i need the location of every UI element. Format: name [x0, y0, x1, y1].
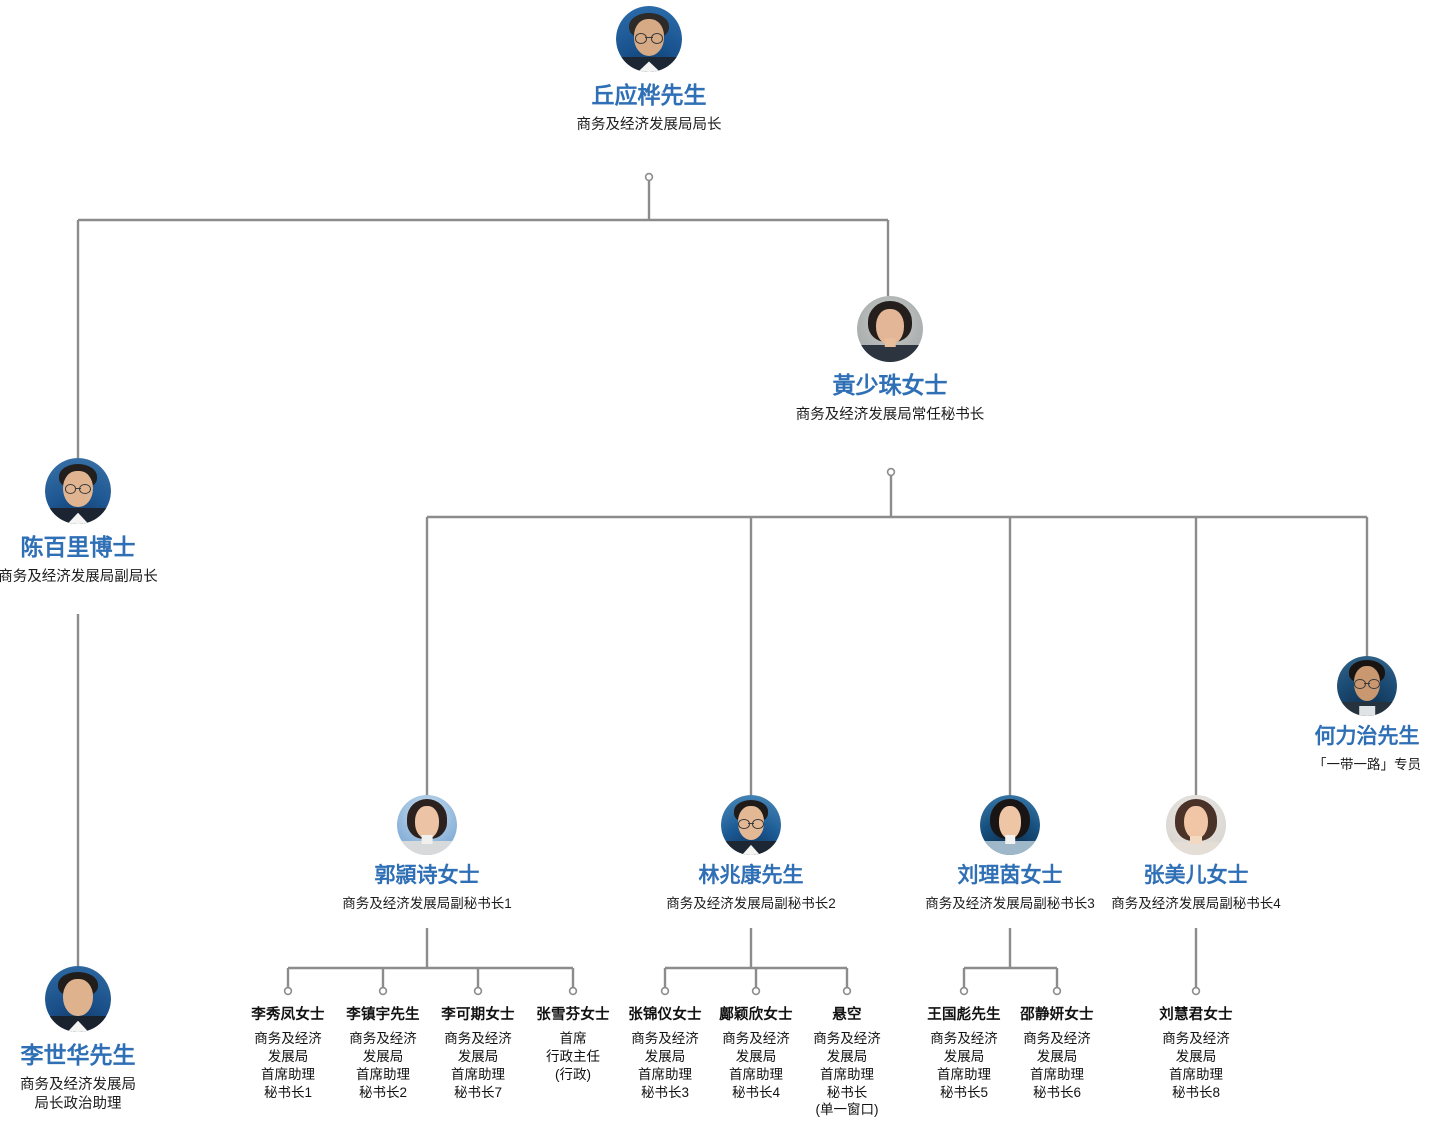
connector-endpoint [660, 986, 670, 996]
node-title: 商务及经济发展局副局长 [0, 569, 158, 586]
connector-endpoint [1191, 986, 1201, 996]
node-title: 商务及经济 发展局 首席助理 秘书长6 [1023, 1031, 1091, 1100]
avatar-he-lizhi [1337, 656, 1397, 716]
connector-endpoint [1052, 986, 1062, 996]
avatar-huang-shaozhu [857, 296, 923, 362]
org-node-li-keqi[interactable]: 李可期女士 商务及经济 发展局 首席助理 秘书长7 [428, 1007, 528, 1101]
node-name: 悬空 [832, 1007, 862, 1023]
avatar-chen-baili [45, 458, 111, 524]
connector-endpoint [378, 986, 388, 996]
node-title: 商务及经济 发展局 首席助理 秘书长5 [930, 1031, 998, 1100]
node-title: 商务及经济发展局常任秘书长 [795, 407, 985, 424]
org-node-he-lizhi[interactable]: 何力治先生 「一带一路」专员 [1257, 656, 1450, 774]
node-name: 刘理茵女士 [957, 864, 1063, 887]
org-node-kuang-yingxin[interactable]: 鄺颖欣女士 商务及经济 发展局 首席助理 秘书长4 [706, 1007, 806, 1101]
node-name: 丘应桦先生 [591, 82, 707, 108]
org-node-vacant-single-window[interactable]: 悬空 商务及经济 发展局 首席助理 秘书长 (单一窗口) [797, 1007, 897, 1119]
node-name: 张美儿女士 [1143, 864, 1249, 887]
org-node-liu-huijun[interactable]: 刘慧君女士 商务及经济 发展局 首席助理 秘书长8 [1146, 1007, 1246, 1101]
connector-endpoint [751, 986, 761, 996]
org-node-li-xiufeng[interactable]: 李秀凤女士 商务及经济 发展局 首席助理 秘书长1 [238, 1007, 338, 1101]
avatar-qiu-yinghua [616, 6, 682, 72]
org-node-zhang-meier[interactable]: 张美儿女士 商务及经济发展局副秘书长4 [1086, 795, 1306, 913]
node-title: 商务及经济 发展局 首席助理 秘书长1 [254, 1031, 322, 1100]
node-name: 林兆康先生 [698, 864, 804, 887]
node-title: 商务及经济发展局局长 [576, 117, 722, 134]
org-node-guo-yingshi[interactable]: 郭頴诗女士 商务及经济发展局副秘书长1 [317, 795, 537, 913]
connector-endpoint [568, 986, 578, 996]
node-title: 商务及经济发展局副秘书长3 [925, 895, 1095, 911]
org-node-lin-zhaokang[interactable]: 林兆康先生 商务及经济发展局副秘书长2 [641, 795, 861, 913]
node-title: 商务及经济发展局副秘书长1 [342, 895, 512, 911]
connector-endpoint [644, 172, 654, 182]
connector-endpoint [842, 986, 852, 996]
node-name: 陈百里博士 [20, 534, 136, 560]
node-name: 何力治先生 [1314, 725, 1420, 748]
org-node-zhang-jinyi[interactable]: 张锦仪女士 商务及经济 发展局 首席助理 秘书长3 [615, 1007, 715, 1101]
avatar-lin-zhaokang [721, 795, 781, 855]
node-name: 邵静妍女士 [1020, 1007, 1094, 1023]
node-name: 王国彪先生 [927, 1007, 1001, 1023]
avatar-li-shihua [45, 966, 111, 1032]
node-name: 鄺颖欣女士 [719, 1007, 793, 1023]
node-name: 郭頴诗女士 [374, 864, 480, 887]
avatar-liu-liyin [980, 795, 1040, 855]
node-title: 商务及经济发展局 局长政治助理 [20, 1077, 136, 1113]
org-node-li-shihua[interactable]: 李世华先生 商务及经济发展局 局长政治助理 [0, 966, 188, 1114]
org-node-huang-shaozhu[interactable]: 黃少珠女士 商务及经济发展局常任秘书长 [780, 296, 1000, 425]
node-title: 商务及经济 发展局 首席助理 秘书长4 [722, 1031, 790, 1100]
connector-endpoint [473, 986, 483, 996]
org-node-wang-guobiao[interactable]: 王国彪先生 商务及经济 发展局 首席助理 秘书长5 [914, 1007, 1014, 1101]
org-node-shao-jingyan[interactable]: 邵静妍女士 商务及经济 发展局 首席助理 秘书长6 [1007, 1007, 1107, 1101]
node-name: 李世华先生 [20, 1042, 136, 1068]
node-title: 商务及经济 发展局 首席助理 秘书长7 [444, 1031, 512, 1100]
org-node-qiu-yinghua[interactable]: 丘应桦先生 商务及经济发展局局长 [539, 6, 759, 135]
node-name: 刘慧君女士 [1159, 1007, 1233, 1023]
node-name: 张雪芬女士 [536, 1007, 610, 1023]
node-title: 商务及经济 发展局 首席助理 秘书长2 [349, 1031, 417, 1100]
node-title: 首席 行政主任 (行政) [546, 1031, 600, 1082]
node-name: 李可期女士 [441, 1007, 515, 1023]
node-title: 「一带一路」专员 [1313, 756, 1421, 772]
avatar-guo-yingshi [397, 795, 457, 855]
node-name: 黃少珠女士 [832, 372, 948, 398]
org-node-chen-baili[interactable]: 陈百里博士 商务及经济发展局副局长 [0, 458, 188, 587]
node-name: 李秀凤女士 [251, 1007, 325, 1023]
connector-endpoint [886, 467, 896, 477]
node-title: 商务及经济 发展局 首席助理 秘书长 (单一窗口) [813, 1031, 881, 1118]
node-name: 李镇宇先生 [346, 1007, 420, 1023]
connector-endpoint [959, 986, 969, 996]
org-node-zhang-xuefen[interactable]: 张雪芬女士 首席 行政主任 (行政) [523, 1007, 623, 1084]
avatar-zhang-meier [1166, 795, 1226, 855]
org-node-liu-liyin[interactable]: 刘理茵女士 商务及经济发展局副秘书长3 [900, 795, 1120, 913]
connector-endpoint [283, 986, 293, 996]
node-name: 张锦仪女士 [628, 1007, 702, 1023]
org-node-li-zhenyu[interactable]: 李镇宇先生 商务及经济 发展局 首席助理 秘书长2 [333, 1007, 433, 1101]
node-title: 商务及经济 发展局 首席助理 秘书长8 [1162, 1031, 1230, 1100]
node-title: 商务及经济发展局副秘书长2 [666, 895, 836, 911]
node-title: 商务及经济发展局副秘书长4 [1111, 895, 1281, 911]
node-title: 商务及经济 发展局 首席助理 秘书长3 [631, 1031, 699, 1100]
